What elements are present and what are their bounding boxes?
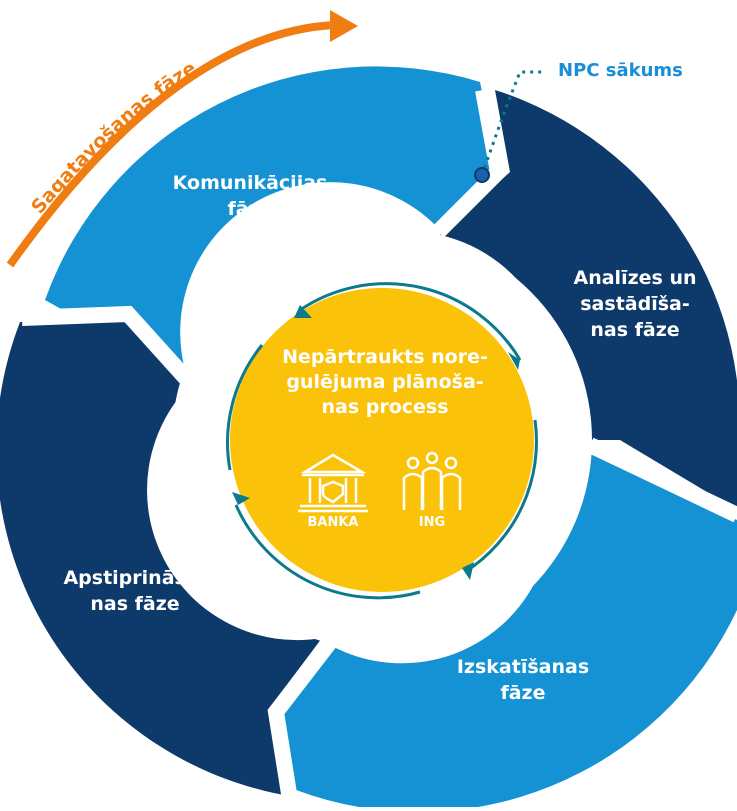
label-komunikacijas: Komunikācijas fāze: [165, 170, 335, 222]
label-line: nas fāze: [590, 319, 680, 341]
arrowhead-3: [462, 562, 474, 580]
label-line: nas fāze: [90, 593, 180, 615]
label-line: Analīzes un: [573, 267, 697, 289]
label-line: sastādīša-: [580, 293, 690, 315]
arrowhead-1: [294, 305, 312, 318]
segment-analizes: [440, 90, 737, 510]
label-line: fāze: [227, 198, 273, 220]
label-line: Apstiprināša-: [63, 567, 207, 589]
separator-top: [432, 88, 507, 238]
bank-caption: BANKA: [307, 515, 359, 530]
arrowhead-2: [508, 352, 520, 370]
segment-izskatisanas: [282, 455, 737, 811]
npc-label: NPC sākums: [558, 60, 683, 81]
label-analizes: Analīzes un sastādīša- nas fāze: [560, 265, 710, 343]
preparation-arrowhead: [330, 10, 358, 42]
npc-pointer-line: [480, 70, 545, 176]
npc-start-marker: [474, 167, 490, 183]
arrowhead-4: [232, 492, 250, 505]
bank-building-icon: [298, 453, 368, 513]
segment-komunikacijas: [45, 66, 498, 380]
center-title-line: nas process: [321, 396, 449, 418]
people-group-icon: [402, 451, 462, 510]
cycle-arrowheads: [232, 305, 520, 580]
separator-bottom: [267, 637, 337, 802]
cycle-arrows: [226, 282, 538, 600]
label-line: fāze: [500, 682, 546, 704]
segment-apstiprinasanas: [0, 318, 322, 795]
label-line: Izskatīšanas: [456, 656, 590, 678]
label-apstiprinasanas: Apstiprināša- nas fāze: [50, 565, 220, 617]
people-caption: ING: [418, 515, 446, 530]
center-yellow-circle: [230, 288, 534, 592]
center-title-line: gulējuma plānoša-: [286, 371, 484, 393]
separator-left: [21, 305, 198, 391]
preparation-arc: [6, 21, 336, 268]
label-izskatisanas: Izskatīšanas fāze: [448, 654, 598, 706]
center-title: Nepārtraukts nore- gulējuma plānoša- nas…: [250, 345, 520, 420]
label-line: Komunikācijas: [172, 172, 328, 194]
separator-right: [586, 437, 737, 523]
center-title-line: Nepārtraukts nore-: [282, 346, 488, 368]
